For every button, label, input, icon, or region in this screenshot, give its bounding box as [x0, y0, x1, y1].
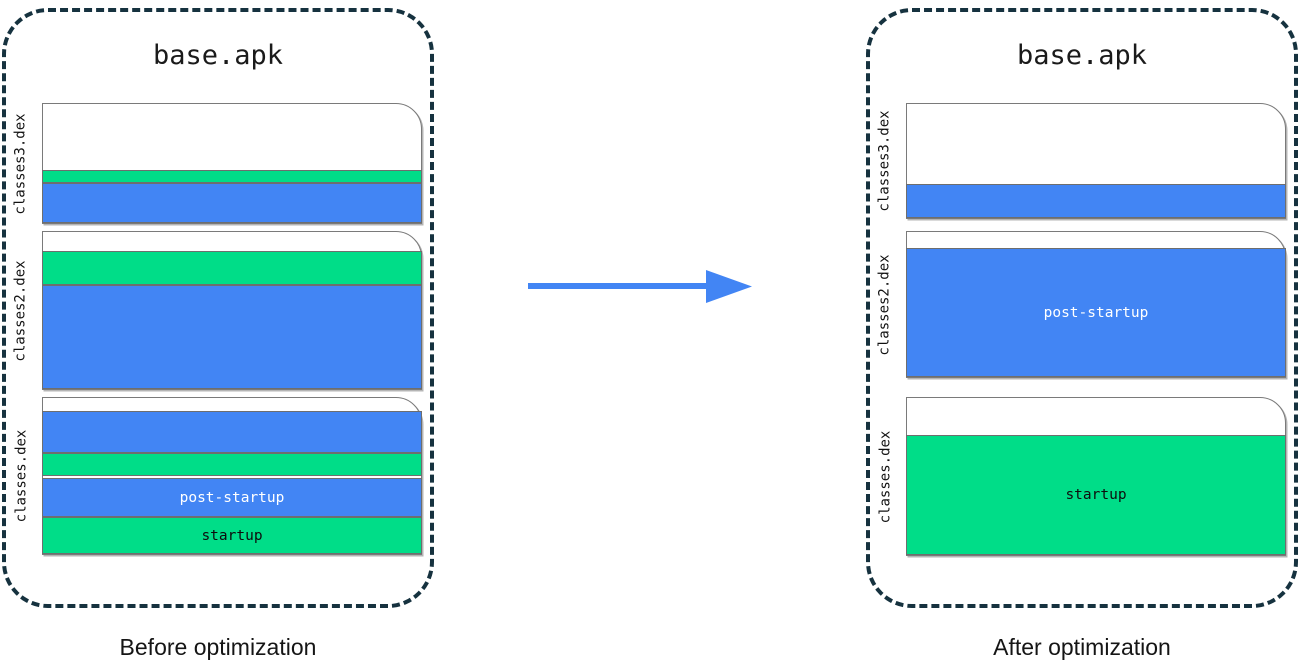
dex-card-before-classes: post-startup startup	[42, 397, 422, 555]
dex-block-after-classes2: classes2.dex post-startup	[872, 231, 1286, 378]
dex-block-before-classes2: classes2.dex	[8, 231, 422, 390]
segment-post-startup-labeled: post-startup	[906, 248, 1286, 377]
segment-post-startup	[42, 411, 422, 453]
dex-block-before-classes3: classes3.dex	[8, 103, 422, 224]
apk-title-after: base.apk	[1016, 40, 1148, 71]
arrow-right-icon	[528, 270, 752, 303]
dex-block-before-classes: classes.dex post-startup startup	[8, 397, 422, 555]
caption-before: Before optimization	[119, 634, 317, 660]
dex-block-after-classes3: classes3.dex	[872, 103, 1286, 219]
dex-card-after-classes3	[906, 103, 1286, 219]
segment-startup	[42, 251, 422, 285]
dex-label-before-classes2: classes2.dex	[13, 259, 29, 362]
segment-startup	[42, 453, 422, 476]
dex-label-before-classes3: classes3.dex	[13, 112, 29, 215]
segment-post-startup-labeled: post-startup	[42, 478, 422, 517]
caption-after: After optimization	[993, 634, 1171, 660]
segment-post-startup	[906, 184, 1286, 218]
dex-card-after-classes: startup	[906, 397, 1286, 556]
dex-label-before-classes: classes.dex	[13, 429, 29, 523]
dex-card-before-classes2	[42, 231, 422, 390]
segment-startup-labeled: startup	[906, 435, 1286, 555]
dex-label-after-classes: classes.dex	[877, 430, 893, 523]
segment-post-startup	[42, 183, 422, 223]
dex-label-after-classes2: classes2.dex	[877, 253, 893, 356]
segment-startup	[42, 170, 422, 183]
segment-post-startup	[42, 285, 422, 389]
dex-card-before-classes3	[42, 103, 422, 224]
dex-block-after-classes: classes.dex startup	[872, 397, 1286, 556]
dex-label-after-classes3: classes3.dex	[877, 110, 893, 212]
dex-card-after-classes2: post-startup	[906, 231, 1286, 378]
apk-title-before: base.apk	[152, 40, 284, 71]
transition-arrow	[520, 268, 760, 308]
segment-startup-labeled: startup	[42, 517, 422, 554]
